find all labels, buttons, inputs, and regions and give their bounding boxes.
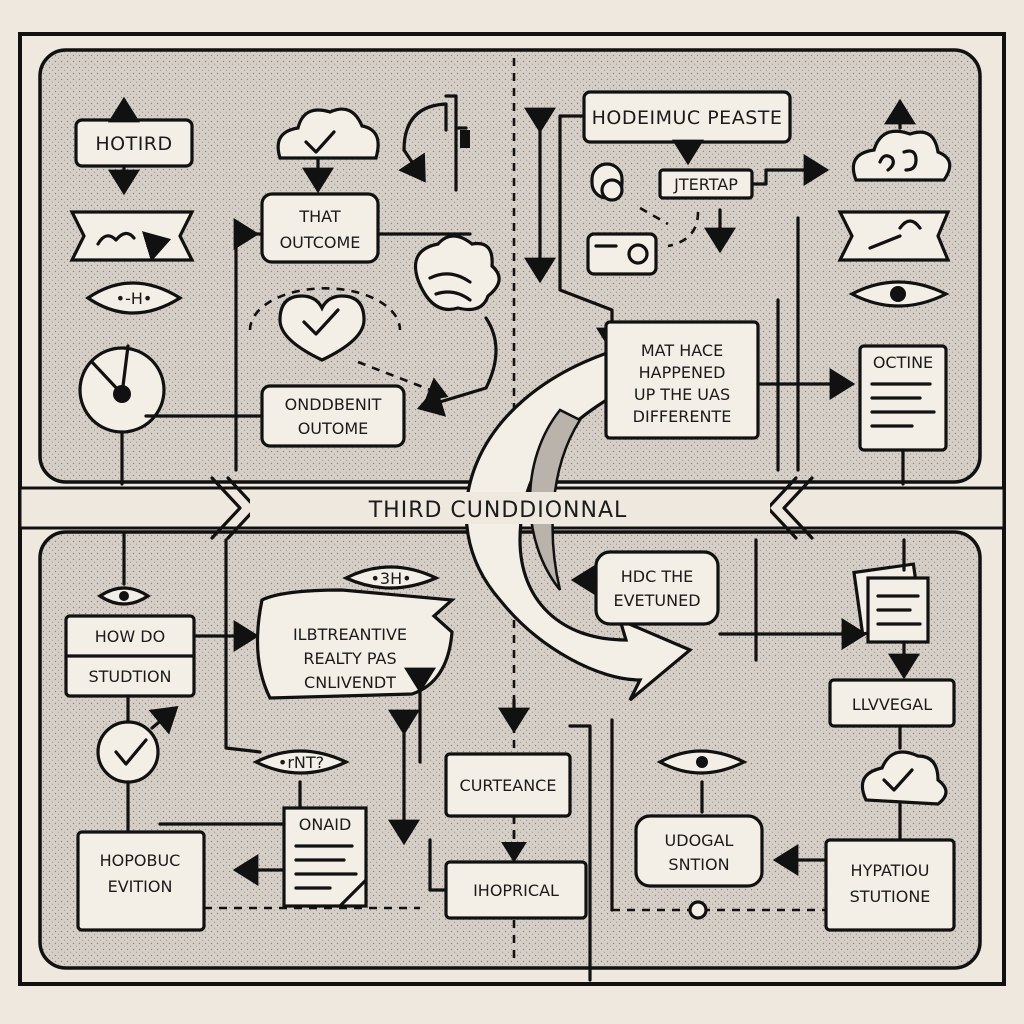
rnt-tag-icon: •rNT? [252,749,350,775]
connector [750,154,830,186]
text-lines-icon [870,382,936,428]
ribbon-icon [69,210,195,262]
onddbenit-label-2: OUTOME [298,419,369,438]
that-outcome-label-2: OUTCOME [280,233,361,252]
hodeimuc-label: HODEIMUC PEASTE [592,107,783,129]
jtertap-label: JTERTAP [673,175,738,194]
uddgal-box [634,814,764,888]
cloud-check-right-icon [860,724,948,842]
mat-hace-box [604,320,760,440]
hypatiou-label-1: HYPATIOU [851,861,930,880]
connector [639,206,669,226]
cloud-question-icon [851,98,952,182]
hdc-label-1: HDC THE [621,567,694,586]
llvvegal-label: LLVVEGAL [852,695,932,714]
hypatiou-label-2: STUTIONE [850,887,931,906]
mat-hace-label-4: DIFFERENTE [633,407,732,426]
dot-node [688,900,708,920]
curtence-label: CURTEANCE [460,776,557,795]
hdc-box [594,550,720,626]
that-outcome-label-1: THAT [298,207,341,226]
hopobuc-label-2: EVITION [108,877,173,896]
brain-icon [413,234,501,417]
banner-title: THIRD CUNDDIONNAL [368,498,628,523]
connector [568,724,592,982]
that-outcome-box [260,192,380,264]
ilbtre-label-3: CNLIVENDT [304,673,396,692]
check-circle-icon [96,694,179,832]
uddgal-label-1: UDOGAL [665,831,734,850]
onddbenit-label-1: ONDDBENIT [285,395,382,414]
toggle-icon [590,162,624,202]
hypatiou-box [824,838,956,932]
how-do-label-2: STUDTION [88,667,171,686]
llvvegal-box [828,678,956,728]
big-curved-arrow-icon [464,350,694,702]
connector [224,538,262,754]
mat-hace-label-1: MAT HACE [641,341,723,360]
documents-stack-icon [852,538,930,680]
plug-icon [398,94,470,192]
ilbtre-label-1: ILBTREANTIVE [293,625,407,644]
ribbon-right-icon [837,210,951,262]
ilbtre-label-2: REALTY PAS [303,649,396,668]
uddgal-label-2: SNTION [668,855,729,874]
eye-bottom-icon [97,532,151,606]
ihoprical-label: IHOPRICAL [473,881,559,900]
eye-right-bottom-icon [656,749,748,814]
heart-check-icon [248,287,449,402]
hopobuc-box [76,830,206,932]
ilbtre-bubble [255,588,456,700]
eye-tag-2-icon: •3H• [342,565,440,590]
svg-text:•rNT?: •rNT? [278,753,324,772]
clock-icon [78,344,166,486]
banner-label-box [250,492,770,524]
eye-right-icon [848,280,950,308]
document-icon [282,806,368,908]
card-icon [586,232,658,276]
mat-hace-label-2: HAPPENED [639,363,726,382]
hopobuc-label-1: HOPOBUC [100,851,181,870]
hdc-label-2: EVETUNED [613,591,700,610]
eye-icon: •-H• [85,281,184,315]
svg-text:•-H•: •-H• [116,289,153,308]
connector [667,211,700,248]
cloud-check-icon [276,107,380,194]
hotird-label: HOTIRD [95,133,172,155]
octine-label: OCTINE [873,353,933,372]
onaid-label: ONAID [299,815,352,834]
svg-text:•3H•: •3H• [370,569,411,588]
how-do-label-1: HOW DO [95,627,165,646]
connector [428,838,448,892]
mat-hace-label-3: UP THE UAS [634,385,730,404]
curtence-box [444,752,572,818]
